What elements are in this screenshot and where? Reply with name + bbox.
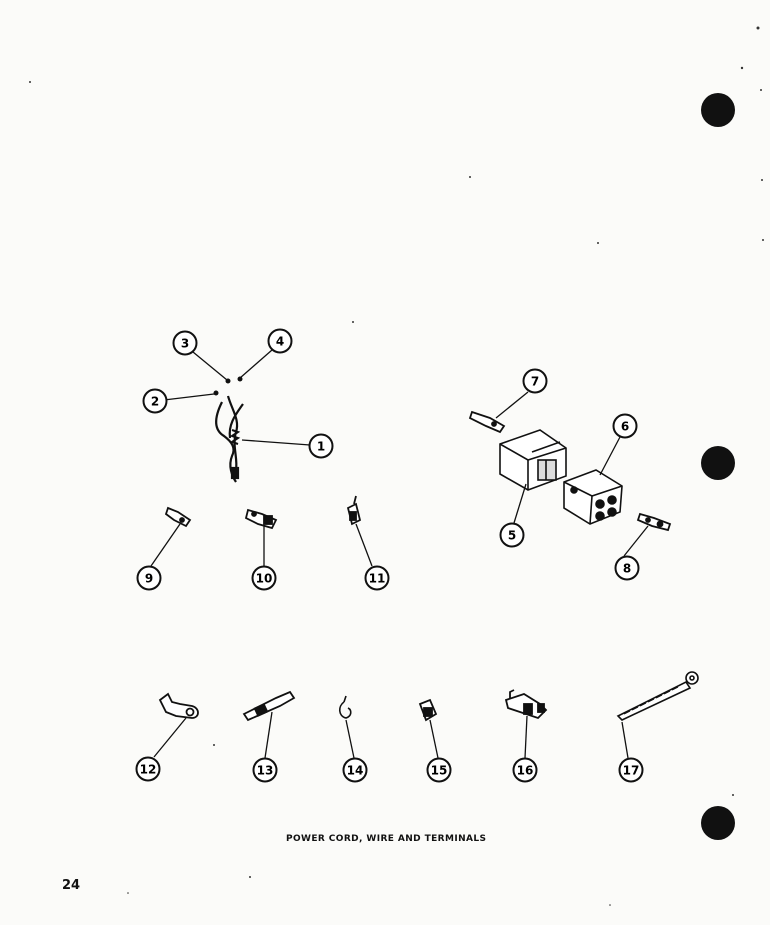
binder-hole-top	[701, 93, 735, 127]
svg-text:8: 8	[623, 562, 631, 576]
terminal-9	[164, 506, 192, 528]
svg-text:13: 13	[257, 764, 274, 778]
callout-14: 14	[342, 757, 368, 783]
callout-5: 5	[499, 522, 525, 548]
terminal-10	[244, 508, 278, 530]
ring-terminal-12	[158, 692, 199, 719]
svg-text:3: 3	[181, 337, 189, 351]
svg-text:17: 17	[623, 764, 640, 778]
callout-16: 16	[512, 757, 538, 783]
svg-text:16: 16	[517, 764, 534, 778]
scan-specks	[29, 26, 764, 906]
pin-terminal-7	[468, 410, 506, 434]
callout-11: 11	[364, 565, 390, 591]
svg-text:14: 14	[347, 764, 364, 778]
callout-1: 1	[308, 433, 334, 459]
callout-17: 17	[618, 757, 644, 783]
callout-10: 10	[251, 565, 277, 591]
diagram-caption: POWER CORD, WIRE AND TERMINALS	[286, 834, 487, 844]
binder-hole-middle	[701, 446, 735, 480]
svg-text:10: 10	[256, 572, 273, 586]
svg-text:11: 11	[369, 572, 386, 586]
callout-13: 13	[252, 757, 278, 783]
connector-housing-male	[499, 429, 567, 491]
cable-tie-17	[616, 671, 699, 721]
power-cord-assembly	[215, 395, 244, 483]
callout-9: 9	[136, 565, 162, 591]
svg-text:6: 6	[621, 420, 629, 434]
connector-housing-female	[563, 469, 623, 525]
svg-text:12: 12	[140, 763, 157, 777]
callout-6: 6	[612, 413, 638, 439]
connector-clip-15	[418, 698, 438, 722]
wire-end-markers	[213, 376, 243, 396]
callout-15: 15	[426, 757, 452, 783]
terminal-11	[346, 495, 362, 526]
svg-text:1: 1	[317, 440, 325, 454]
svg-text:2: 2	[151, 395, 159, 409]
svg-text:15: 15	[431, 764, 448, 778]
callout-12: 12	[135, 756, 161, 782]
hook-clip-14	[338, 695, 352, 719]
pin-terminal-8	[636, 512, 672, 532]
leader-lines	[150, 349, 649, 759]
binder-hole-bottom	[701, 806, 735, 840]
callout-4: 4	[267, 328, 293, 354]
callout-3: 3	[172, 330, 198, 356]
page-number: 24	[62, 878, 81, 893]
terminal-block-16	[504, 689, 548, 720]
callout-2: 2	[142, 388, 168, 414]
spade-terminal-13	[242, 690, 296, 722]
svg-text:5: 5	[508, 529, 516, 543]
svg-text:9: 9	[145, 572, 153, 586]
svg-text:7: 7	[531, 375, 539, 389]
callout-8: 8	[614, 555, 640, 581]
callout-7: 7	[522, 368, 548, 394]
svg-text:4: 4	[276, 335, 284, 349]
